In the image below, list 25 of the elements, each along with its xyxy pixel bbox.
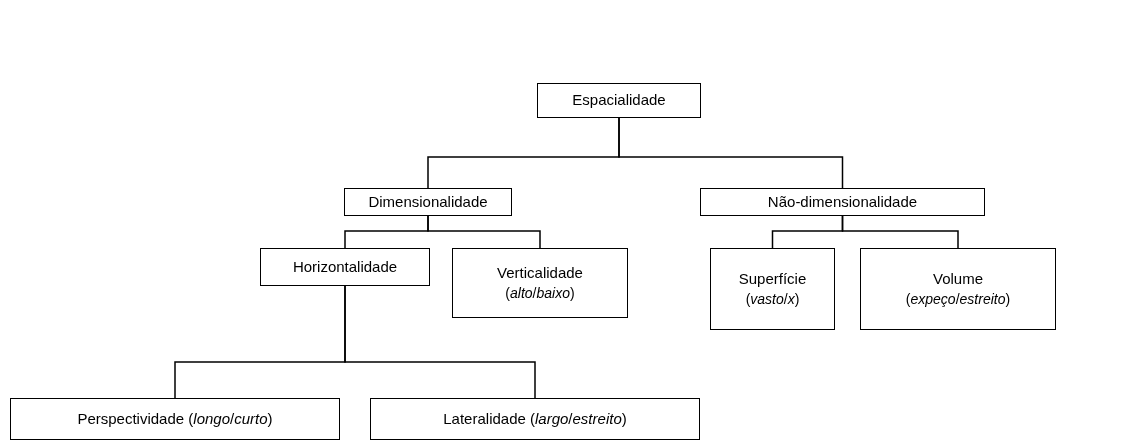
tree-connector (618, 117, 844, 189)
node-subtitle: (expeço/estreito) (905, 289, 1011, 309)
node-title: Dimensionalidade (368, 191, 488, 212)
category-box (370, 398, 700, 440)
category-box (700, 188, 985, 216)
node-subtitle: (alto/baixo) (505, 283, 575, 303)
node-title: Verticalidade (497, 263, 583, 284)
category-box (860, 248, 1056, 330)
category-box (537, 83, 701, 118)
tree-connector (841, 215, 959, 249)
category-box (344, 188, 512, 216)
node-title: Lateralidade (largo/estreito) (443, 408, 627, 429)
node-title: Volume (932, 269, 983, 290)
category-box (260, 248, 430, 286)
node-title: Não-dimensionalidade (767, 191, 918, 212)
category-box (710, 248, 835, 330)
tree-connector (427, 215, 541, 249)
tree-connector (344, 285, 536, 399)
node-title: Superfície (738, 269, 807, 290)
node-title: Horizontalidade (292, 256, 398, 277)
node-title: Espacialidade (572, 90, 666, 111)
category-box (452, 248, 628, 318)
node-title: Perspectividade (longo/curto) (77, 408, 273, 429)
node-subtitle: (vasto/x) (745, 289, 800, 309)
category-box (10, 398, 340, 440)
